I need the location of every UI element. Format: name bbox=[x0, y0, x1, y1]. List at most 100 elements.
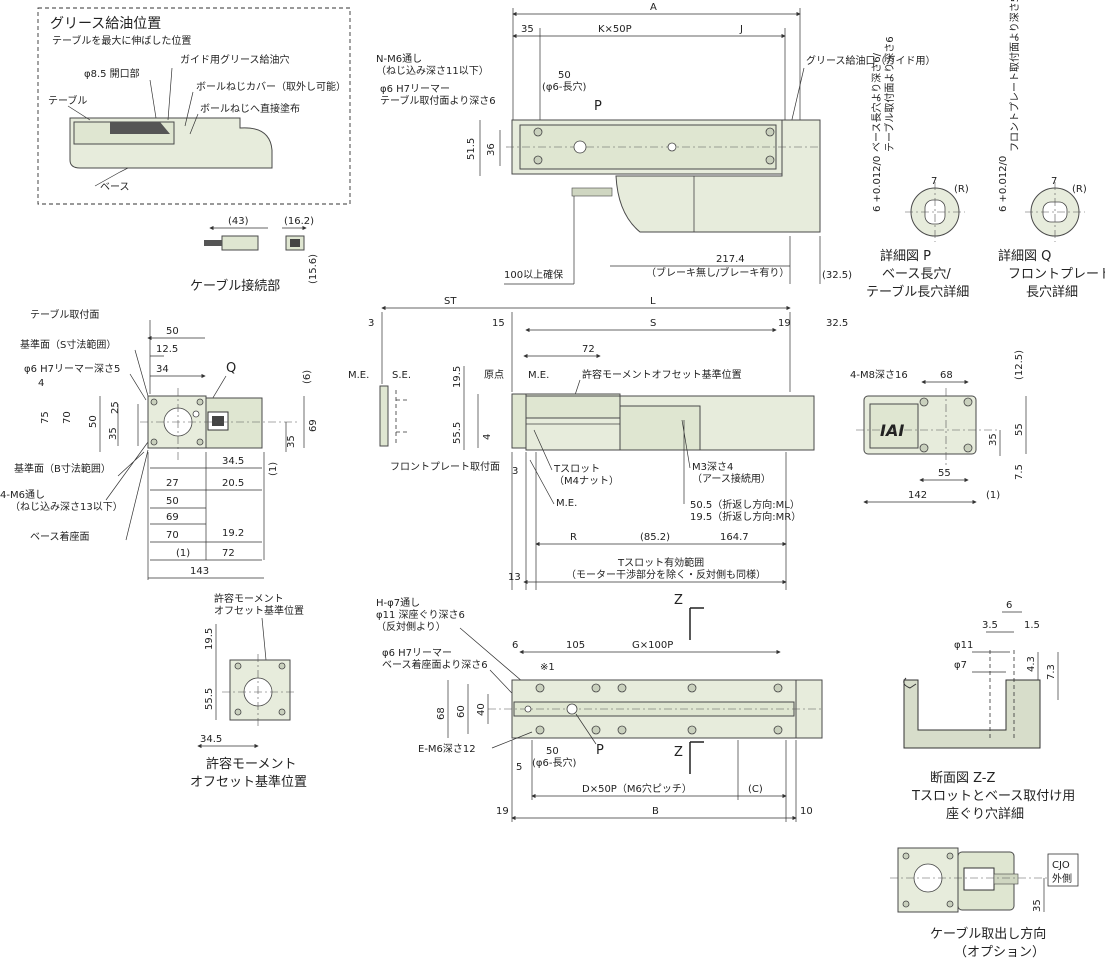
cable-conn-title: ケーブル接続部 bbox=[190, 278, 280, 294]
em6-label: E-M6深さ12 bbox=[418, 743, 476, 755]
option-cable bbox=[993, 873, 1019, 885]
secure-100: 100以上確保 bbox=[504, 268, 563, 281]
cable bbox=[571, 187, 613, 197]
tslot-nut: （M4ナット） bbox=[554, 475, 619, 487]
dim-34: 34 bbox=[156, 364, 169, 375]
dim-1-r: (1) bbox=[986, 490, 1000, 501]
grease-subtitle: テーブルを最大に伸ばした位置 bbox=[52, 34, 191, 47]
left-end-view: テーブル取付面 基準面（S寸法範囲） φ6 H7リーマー深さ5 基準面（B寸法範… bbox=[0, 308, 319, 580]
dim-34-5: 34.5 bbox=[222, 456, 244, 467]
dim-50-v: 50 bbox=[88, 415, 99, 428]
grease-title: グリース給油位置 bbox=[50, 16, 161, 32]
detail-p: ベース長穴より深さ6/ テーブル取付面より深さ6 6 +0.012/0 7 (R… bbox=[866, 36, 969, 300]
offset-cap2: オフセット基準位置 bbox=[190, 774, 307, 790]
phi6-h7-label: φ6 H7リーマー bbox=[380, 84, 450, 95]
origin-label: 原点 bbox=[484, 369, 504, 381]
dim-68-r: 68 bbox=[940, 370, 953, 381]
table-label: テーブル bbox=[48, 94, 87, 107]
me2-label: M.E. bbox=[528, 370, 549, 381]
Q-marker: Q bbox=[226, 361, 236, 376]
dim-R: R bbox=[570, 532, 577, 543]
dim-20-5: 20.5 bbox=[222, 478, 244, 489]
grease-port-label: グリース給油口（ガイド用） bbox=[806, 54, 936, 67]
dim-C: (C) bbox=[748, 784, 763, 795]
h-phi7-side: （反対側より） bbox=[376, 620, 446, 633]
phi6-h7-depth: テーブル取付面より深さ6 bbox=[380, 94, 496, 107]
front-plate bbox=[511, 393, 527, 449]
P-marker: P bbox=[594, 99, 602, 114]
front-plate-label: フロントプレート取付面 bbox=[390, 460, 500, 473]
cjo-outside: 外側 bbox=[1052, 872, 1072, 885]
dim-69-b: 69 bbox=[166, 512, 179, 523]
dim-19-5-b: 19.5（折返し方向:MR） bbox=[690, 510, 801, 523]
m8-label: 4-M8深さ16 bbox=[850, 369, 908, 381]
option-dim-35: 35 bbox=[1032, 899, 1043, 912]
mounting-holes bbox=[524, 683, 783, 735]
detail-q-cap2: フロントプレート bbox=[1008, 267, 1105, 282]
dim-4-s: 4 bbox=[482, 434, 493, 440]
dim-40-b: 40 bbox=[476, 703, 487, 716]
section-profile bbox=[903, 679, 1041, 749]
brake-note: （ブレーキ無し/ブレーキ有り） bbox=[646, 266, 789, 279]
dim-36: 36 bbox=[486, 143, 497, 156]
tslot-label: Tスロット bbox=[553, 464, 600, 475]
dim-12-5: 12.5 bbox=[156, 344, 178, 355]
dim-70-b: 70 bbox=[166, 530, 179, 541]
dim-4: 4 bbox=[38, 378, 44, 389]
sec-phi11: φ11 bbox=[954, 640, 973, 651]
detail-p-cap1: 詳細図 P bbox=[880, 248, 931, 264]
detail-q-R: (R) bbox=[1072, 184, 1087, 195]
guide-hole-label: ガイド用グリース給油穴 bbox=[180, 53, 290, 66]
detail-p-cap3: テーブル長穴詳細 bbox=[866, 284, 969, 300]
detail-p-tol: 6 +0.012/0 bbox=[872, 156, 883, 212]
base-face-label: ベース着座面 bbox=[30, 530, 90, 543]
sec-phi7: φ7 bbox=[954, 660, 967, 671]
dim-55-r: 55 bbox=[1014, 423, 1025, 436]
offset-label: 許容モーメントオフセット基準位置 bbox=[582, 368, 742, 381]
dim-5-b: 5 bbox=[516, 762, 522, 773]
dim-32-5-s: 32.5 bbox=[826, 318, 848, 329]
ref-s-label: 基準面（S寸法範囲） bbox=[20, 338, 116, 351]
dim-13: 13 bbox=[508, 572, 521, 583]
sec-dim-6: 6 bbox=[1006, 600, 1012, 611]
dim-J: J bbox=[739, 24, 743, 35]
Z-marker-top: Z bbox=[674, 593, 683, 608]
sec-dim-1-5: 1.5 bbox=[1024, 620, 1040, 631]
opening-label: φ8.5 開口部 bbox=[84, 67, 140, 80]
dim-142: 142 bbox=[908, 490, 927, 501]
option-cap2: （オプション） bbox=[954, 945, 1045, 960]
dim-164-7: 164.7 bbox=[720, 532, 749, 543]
right-end-view: 4-M8深さ16 68 (12.5) IAI 35 55 7.5 55 142 … bbox=[850, 350, 1027, 505]
h-phi7: H-φ7通し bbox=[376, 597, 420, 609]
detail-p-cap2: ベース長穴/ bbox=[882, 267, 951, 282]
detail-q: フロントプレート取付面より深さ5 6 +0.012/0 7 (R) 詳細図 Q … bbox=[998, 0, 1105, 300]
phi6-bottom-depth: ベース着座面より深さ6 bbox=[382, 658, 488, 671]
dim-1: (1) bbox=[268, 462, 279, 476]
dim-72-s: 72 bbox=[582, 344, 595, 355]
dim-43: (43) bbox=[228, 216, 249, 227]
detail-p-depth1: ベース長穴より深さ6/ bbox=[870, 52, 883, 152]
cable-option-view: CJO 外側 35 ケーブル取出し方向 （オプション） bbox=[890, 847, 1079, 960]
long-hole-bt: (φ6-長穴) bbox=[532, 756, 576, 769]
offset-dim-34-5: 34.5 bbox=[200, 734, 222, 745]
dim-d50p: D×50P（M6穴ピッチ） bbox=[582, 782, 692, 795]
dim-55-5: 55.5 bbox=[452, 422, 463, 444]
m3-label: M3深さ4 bbox=[692, 461, 733, 473]
dim-19-5: 19.5 bbox=[452, 366, 463, 388]
dim-105: 105 bbox=[566, 640, 585, 651]
me3-label: M.E. bbox=[556, 498, 577, 509]
cjo-box bbox=[1047, 853, 1079, 887]
phi6-bottom: φ6 H7リーマー bbox=[382, 648, 452, 659]
dim-S: S bbox=[650, 318, 656, 329]
dim-25: 25 bbox=[110, 401, 121, 414]
cover-label: ボールねじカバー（取外し可能） bbox=[196, 80, 346, 93]
dim-19: 19 bbox=[778, 318, 791, 329]
m6-depth: （ねじ込み深さ13以下） bbox=[10, 501, 123, 513]
section-z-z: 6 3.5 1.5 φ11 φ7 4.3 7.3 断面図 Z-Z Tスロットとベ… bbox=[903, 600, 1075, 822]
detail-q-cap3: 長穴詳細 bbox=[1026, 284, 1078, 300]
screw-cover bbox=[110, 122, 170, 134]
dim-L: L bbox=[650, 296, 656, 307]
tslot-range-note: （モーター干渉部分を除く・反対側も同様） bbox=[566, 568, 766, 581]
detail-q-depth: フロントプレート取付面より深さ5 bbox=[1008, 0, 1021, 152]
dim-6-b: 6 bbox=[512, 640, 518, 651]
